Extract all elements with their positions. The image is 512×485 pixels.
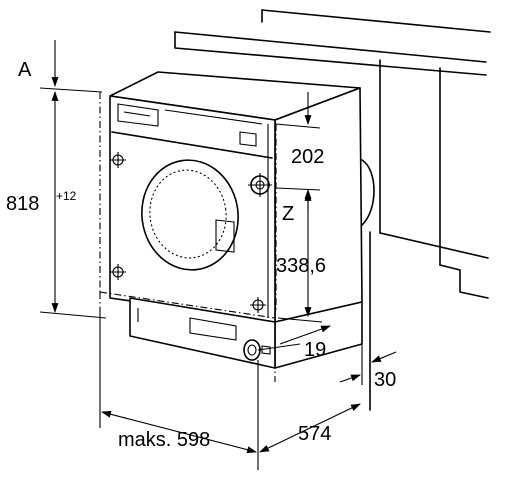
mounting-point-bottom-left	[110, 264, 126, 280]
dimension-19: 19	[257, 325, 331, 361]
dimension-338-6: 338,6	[276, 191, 326, 323]
label-height-tolerance: +12	[56, 189, 77, 203]
dimension-depth: 574	[259, 403, 361, 453]
dimension-30: 30	[339, 344, 396, 391]
label-height: 818	[6, 193, 39, 215]
kitchen-cabinet-outline	[174, 9, 491, 411]
label-a: A	[18, 59, 32, 81]
label-z: Z	[282, 203, 294, 225]
label-19: 19	[304, 339, 326, 361]
washing-machine	[109, 71, 375, 369]
label-depth: 574	[298, 423, 331, 445]
mounting-point-bottom-right	[250, 297, 266, 313]
dimension-a: A	[18, 40, 103, 93]
dimension-height: 818 +12	[6, 91, 107, 319]
label-30: 30	[374, 369, 396, 391]
hose-connection-z	[248, 173, 272, 197]
label-width: maks. 598	[118, 429, 210, 451]
niche-outline	[99, 92, 277, 382]
mounting-point-top-left	[110, 152, 126, 168]
label-202: 202	[291, 146, 324, 168]
label-338-6: 338,6	[276, 255, 326, 277]
dimension-width: maks. 598	[99, 308, 259, 470]
